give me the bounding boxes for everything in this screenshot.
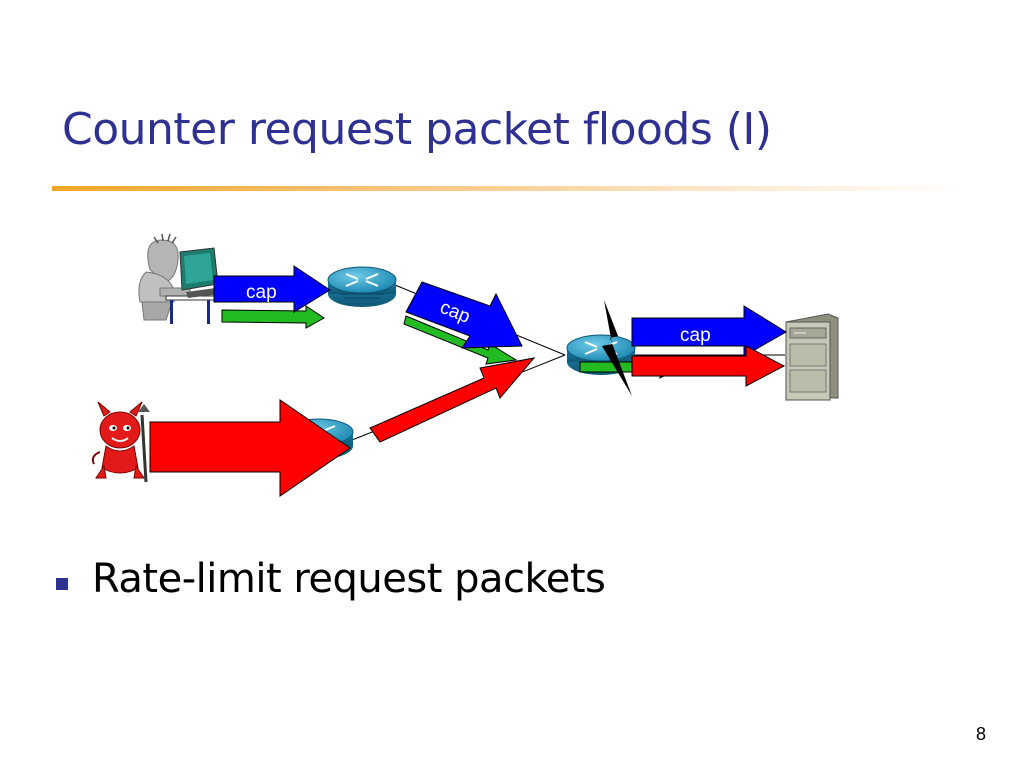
request-arrow-2: [403, 315, 518, 365]
cap-label-3: cap: [680, 325, 711, 346]
devil-attacker-icon: [91, 401, 150, 483]
slide-title: Counter request packet floods (I): [62, 104, 772, 155]
attack-arrow-3: [631, 345, 786, 387]
cap-arrow-1: [213, 265, 331, 313]
cap-arrow-3: [631, 305, 787, 357]
lightning-bolt-icon: [602, 300, 632, 396]
bullet-text: Rate-limit request packets: [92, 556, 606, 602]
title-underline: [52, 186, 962, 191]
page-number: 8: [976, 724, 987, 744]
router-icon-top: [327, 266, 397, 308]
cap-arrow-2: [405, 281, 523, 349]
cap-label-1: cap: [246, 282, 277, 303]
user-at-computer-icon: [138, 233, 220, 324]
request-arrow-1: [221, 305, 325, 329]
attack-arrow-2: [369, 357, 536, 443]
bullet-marker: [56, 578, 68, 590]
attack-arrow-1: [149, 399, 351, 497]
server-icon: [785, 313, 839, 401]
